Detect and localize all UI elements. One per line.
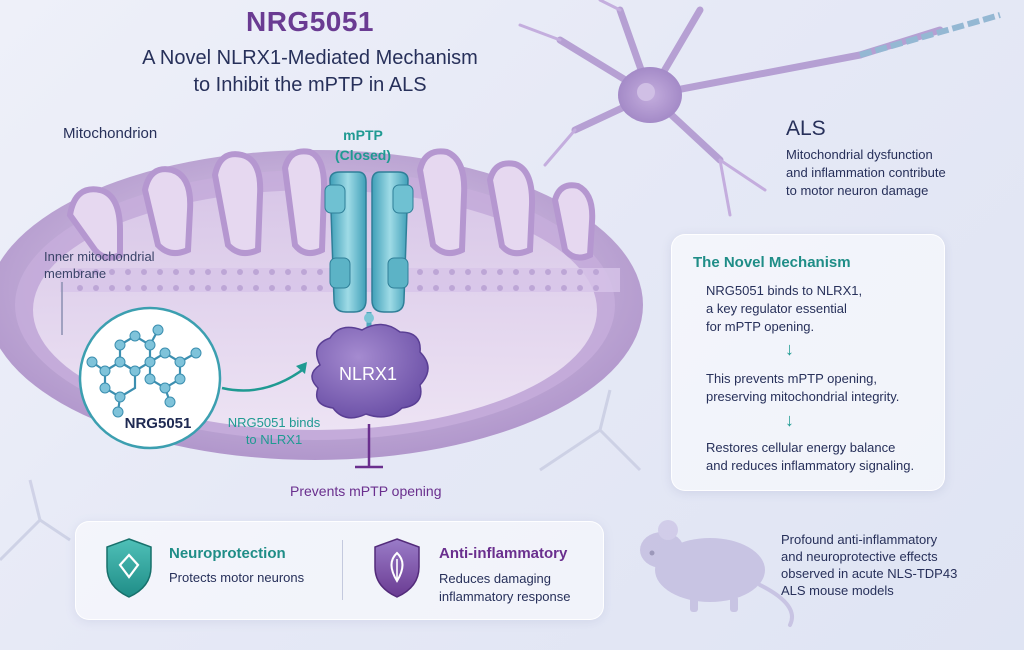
benefits-divider — [342, 540, 343, 600]
nlrx1-protein — [311, 323, 429, 419]
mptp-label: mPTP — [343, 127, 383, 143]
mechanism-step-3: Restores cellular energy balance and red… — [706, 439, 936, 475]
als-desc-line1: Mitochondrial dysfunction — [786, 147, 933, 162]
page-subtitle-line1: A Novel NLRX1-Mediated Mechanism — [142, 47, 478, 69]
neuron-illustration — [518, 0, 1001, 217]
mouse-text-line1: Profound anti-inflammatory — [781, 532, 938, 547]
mechanism-step-2-line1: This prevents mPTP opening, — [706, 371, 878, 386]
mechanism-step-2-line2: preserving mitochondrial integrity. — [706, 389, 900, 404]
shield-icon — [106, 538, 152, 598]
neuroprotection-description: Protects motor neurons — [169, 570, 305, 585]
als-desc-line3: to motor neuron damage — [786, 183, 929, 198]
nlrx1-label: NLRX1 — [338, 364, 398, 384]
mouse-text-line2: and neuroprotective effects — [781, 549, 938, 564]
anti-inflammatory-title: Anti-inflammatory — [439, 545, 568, 562]
anti-inflammatory-desc-line1: Reduces damaging — [439, 571, 552, 586]
als-desc-line2: and inflammation contribute — [786, 165, 946, 180]
mechanism-step-3-line1: Restores cellular energy balance — [706, 440, 896, 455]
mouse-model-text: Profound anti-inflammatory and neuroprot… — [781, 531, 991, 599]
mechanism-step-1-line3: for mPTP opening. — [706, 319, 815, 334]
inner-membrane-label-line2: membrane — [44, 266, 107, 281]
mouse-text-line3: observed in acute NLS-TDP43 — [781, 566, 958, 581]
mouse-illustration — [640, 520, 794, 627]
neuroprotection-title: Neuroprotection — [169, 545, 286, 562]
mechanism-step-1-line2: a key regulator essential — [706, 301, 847, 316]
arrow-down-icon: ↓ — [785, 339, 794, 359]
nrg5051-label: NRG5051 — [124, 415, 192, 432]
inhibition-symbol — [355, 424, 383, 469]
arrow-down-icon: ↓ — [785, 410, 794, 430]
als-description: Mitochondrial dysfunction and inflammati… — [786, 146, 996, 200]
page-title: NRG5051 — [245, 6, 374, 37]
prevents-mptp-label: Prevents mPTP opening — [290, 483, 442, 499]
mptp-pore — [324, 171, 414, 338]
binding-label-line1: NRG5051 binds — [227, 415, 321, 430]
anti-inflammatory-description: Reduces damaging inflammatory response — [439, 570, 599, 606]
mechanism-step-3-line2: and reduces inflammatory signaling. — [706, 458, 915, 473]
mechanism-step-2: This prevents mPTP opening, preserving m… — [706, 370, 936, 406]
benefits-card — [75, 521, 604, 620]
mitochondrion-label: Mitochondrion — [63, 125, 158, 142]
inner-membrane-label-line1: Inner mitochondrial — [44, 249, 155, 264]
mptp-state-label: (Closed) — [335, 147, 391, 163]
als-title: ALS — [786, 117, 826, 140]
mechanism-title: The Novel Mechanism — [693, 254, 851, 271]
inner-membrane-label: Inner mitochondrial membrane — [44, 248, 184, 282]
background-neurons — [0, 389, 642, 562]
binding-label: NRG5051 binds to NLRX1 — [224, 414, 324, 448]
mouse-text-line4: ALS mouse models — [781, 583, 894, 598]
leaf-shield-icon — [374, 538, 420, 598]
anti-inflammatory-desc-line2: inflammatory response — [439, 589, 571, 604]
mechanism-step-1: NRG5051 binds to NLRX1, a key regulator … — [706, 282, 936, 336]
nrg5051-molecule-circle — [78, 306, 222, 450]
mechanism-step-1-line1: NRG5051 binds to NLRX1, — [706, 283, 863, 298]
binding-arrow — [221, 362, 307, 392]
page-subtitle-line2: to Inhibit the mPTP in ALS — [193, 74, 427, 96]
mechanism-card — [671, 234, 945, 491]
binding-label-line2: to NLRX1 — [245, 432, 303, 447]
